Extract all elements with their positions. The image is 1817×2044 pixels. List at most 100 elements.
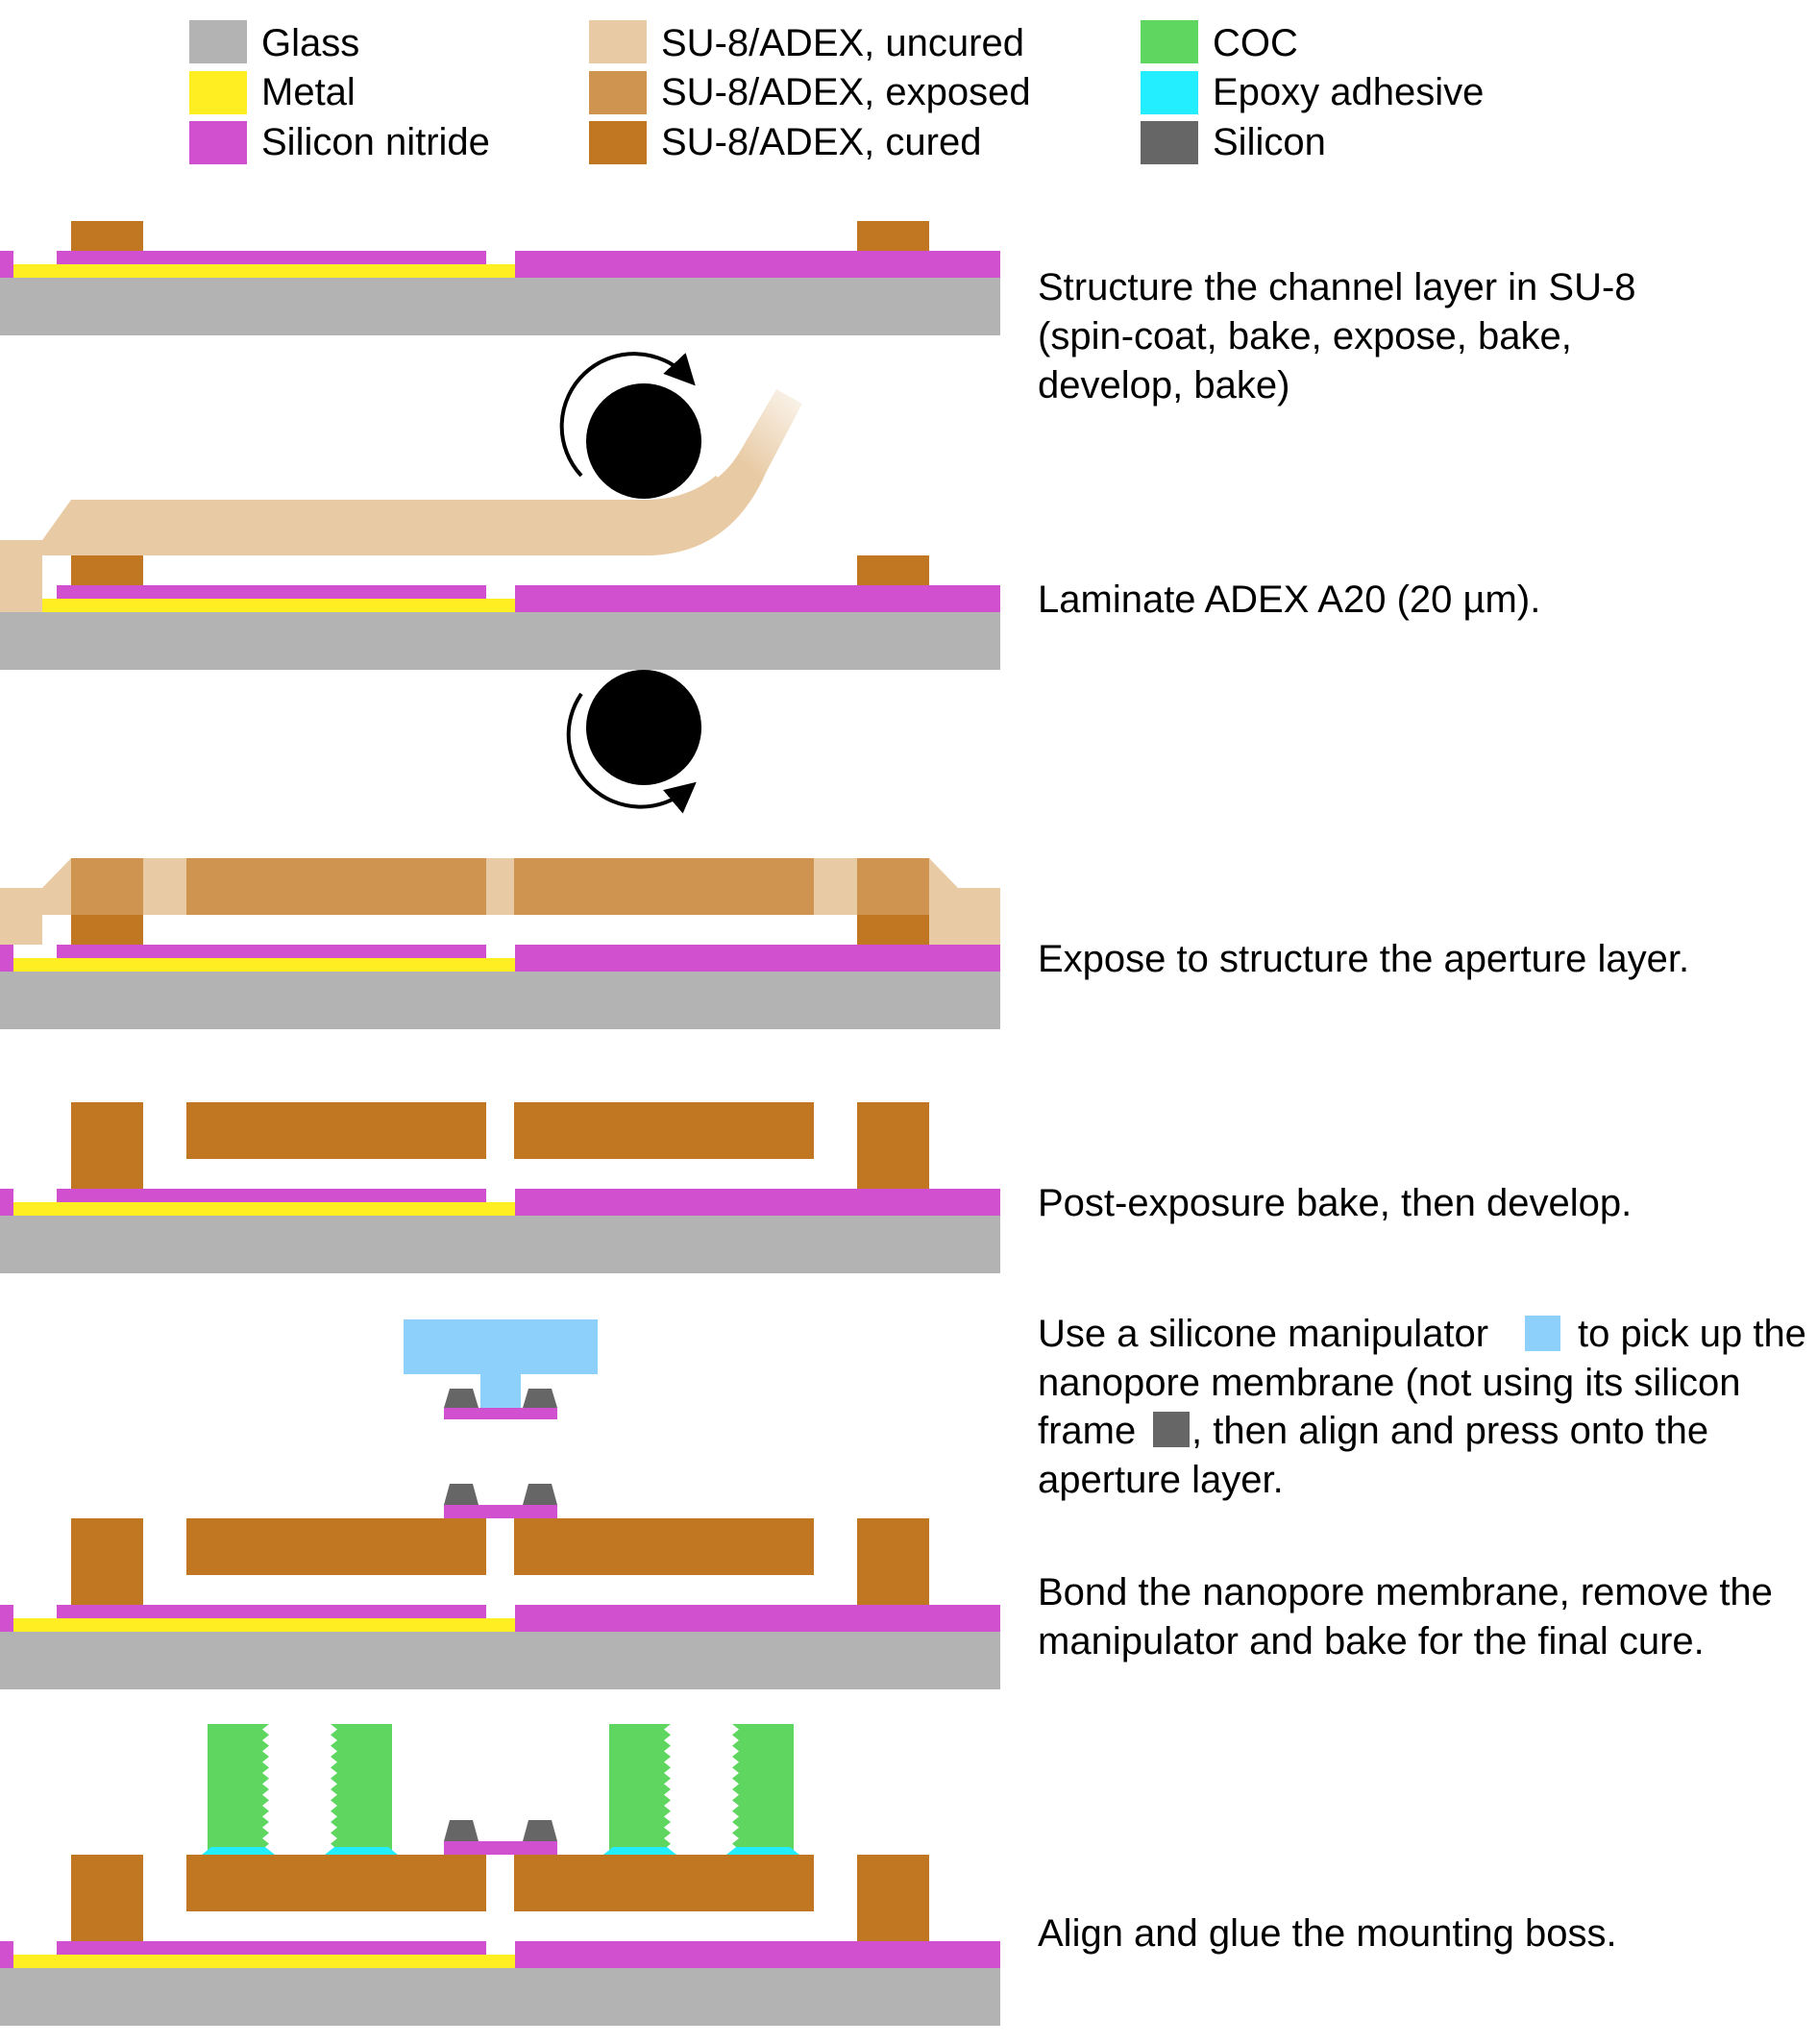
nanopore-membrane: [444, 1841, 557, 1855]
legend-item-silicon: Silicon: [1141, 121, 1326, 164]
adex-film-uncured: [0, 858, 1000, 945]
channel-pillar-left: [71, 915, 143, 945]
step-1-channel-layer: [0, 221, 1000, 335]
channel-pillar-left: [71, 221, 143, 251]
channel-pillar-right: [857, 555, 929, 585]
nitride-layer-right: [515, 945, 1000, 972]
aperture-layer-left: [186, 1102, 486, 1159]
glass-substrate: [0, 1632, 1000, 1689]
glass-substrate: [0, 1968, 1000, 2026]
aperture-layer-left: [186, 1855, 486, 1911]
legend-item-su8-exposed: SU-8/ADEX, exposed: [589, 71, 1031, 114]
substrate-stack: [0, 251, 1000, 335]
exposed-pillar-right: [857, 858, 929, 915]
legend-label: Metal: [261, 71, 356, 113]
pillar-right: [857, 1518, 929, 1605]
legend-swatch: [1141, 121, 1198, 164]
nitride-on-metal: [57, 1605, 486, 1618]
step-3-exposure: [0, 858, 1000, 1029]
step-5-text-line-1-after: to pick up the: [1578, 1313, 1806, 1355]
glass-substrate: [0, 612, 1000, 670]
step-1-text-line-1: Structure the channel layer in SU-8: [1038, 266, 1636, 308]
legend-item-metal: Metal: [189, 71, 356, 114]
legend-swatch: [189, 20, 247, 63]
silicon-frame-left-held: [444, 1389, 479, 1408]
nitride-on-metal: [57, 1189, 486, 1202]
legend-swatch: [189, 121, 247, 164]
coc-boss-body: [609, 1724, 671, 1855]
step-6-caption: Bond the nanopore membrane, remove the m…: [1038, 1571, 1773, 1662]
channel-pillar-right: [857, 915, 929, 945]
legend-swatch: [589, 71, 647, 114]
rotation-arrow-bottom-icon: [566, 692, 697, 814]
nitride-on-metal: [57, 1941, 486, 1955]
adex-film-flat: [0, 500, 646, 612]
aperture-layer-right: [514, 1855, 814, 1911]
legend-label: Epoxy adhesive: [1213, 71, 1484, 113]
legend-item-glass: Glass: [189, 20, 359, 64]
epoxy-adhesive: [325, 1847, 398, 1855]
glass-substrate: [0, 972, 1000, 1029]
legend: Glass Metal Silicon nitride SU-8/ADEX, u…: [189, 20, 1484, 164]
legend-item-su8-cured: SU-8/ADEX, cured: [589, 121, 981, 164]
step-1-text-line-2: (spin-coat, bake, expose, bake,: [1038, 315, 1572, 357]
step-7-text: Align and glue the mounting boss.: [1038, 1912, 1617, 1955]
step-5-manipulator: [404, 1319, 598, 1419]
epoxy-adhesive: [202, 1847, 275, 1855]
exposed-pillar-left: [71, 858, 143, 915]
lamination-roller-top: [559, 352, 701, 499]
step-2-lamination: [0, 555, 1000, 670]
legend-item-silicon-nitride: Silicon nitride: [189, 121, 490, 164]
epoxy-adhesive: [726, 1847, 799, 1855]
legend-label: COC: [1213, 22, 1298, 64]
coc-boss-body: [732, 1724, 794, 1855]
aperture-layer-left: [186, 1518, 486, 1575]
silicon-frame-swatch: [1153, 1412, 1190, 1447]
nitride-layer-right: [515, 1189, 1000, 1216]
step-1-text-line-3: develop, bake): [1038, 364, 1289, 406]
silicon-frame-right: [523, 1820, 557, 1841]
silicon-frame-right: [523, 1484, 557, 1505]
metal-layer: [13, 1955, 515, 1968]
legend-swatch: [189, 71, 247, 114]
pillar-left: [71, 1518, 143, 1605]
substrate-stack: [0, 1189, 1000, 1273]
step-5-text-line-1: Use a silicone manipulator: [1038, 1313, 1488, 1355]
aperture-layer-right: [514, 1518, 814, 1575]
nitride-edge-left: [0, 945, 13, 972]
coc-boss-body: [208, 1724, 269, 1855]
nitride-edge-left: [0, 251, 13, 278]
glass-substrate: [0, 278, 1000, 335]
adex-film: [0, 389, 802, 612]
coc-boss-piece-2: [325, 1724, 398, 1855]
pillar-right: [857, 1102, 929, 1189]
nitride-layer-right: [515, 1605, 1000, 1632]
silicone-manipulator: [404, 1319, 598, 1408]
lamination-roller-bottom: [566, 670, 701, 814]
step-1-caption: Structure the channel layer in SU-8 (spi…: [1038, 266, 1636, 406]
metal-layer: [13, 1618, 515, 1632]
nitride-on-metal: [57, 251, 486, 264]
adex-film-bend: [577, 476, 745, 555]
step-5-text-line-3-after: , then align and press onto the: [1191, 1410, 1708, 1452]
pillar-right: [857, 1855, 929, 1941]
nanopore-membrane: [444, 1505, 557, 1518]
pillar-left: [71, 1855, 143, 1941]
metal-layer: [13, 958, 515, 972]
legend-label: Silicon: [1213, 121, 1326, 163]
step-2-text: Laminate ADEX A20 (20 µm).: [1038, 579, 1540, 621]
legend-swatch: [589, 20, 647, 63]
nitride-on-metal: [57, 945, 486, 958]
roller-bottom: [586, 670, 701, 785]
legend-item-su8-uncured: SU-8/ADEX, uncured: [589, 20, 1024, 64]
step-6-bond: [0, 1484, 1000, 1689]
roller-top: [586, 383, 701, 499]
substrate-stack: [0, 1941, 1000, 2026]
legend-item-coc: COC: [1141, 20, 1298, 64]
metal-layer: [13, 264, 515, 278]
coc-boss-piece-3: [603, 1724, 676, 1855]
nitride-on-metal: [57, 585, 486, 599]
rotation-arrow-top-icon: [559, 352, 696, 478]
channel-pillar-right: [857, 221, 929, 251]
coc-boss-piece-4: [726, 1724, 799, 1855]
